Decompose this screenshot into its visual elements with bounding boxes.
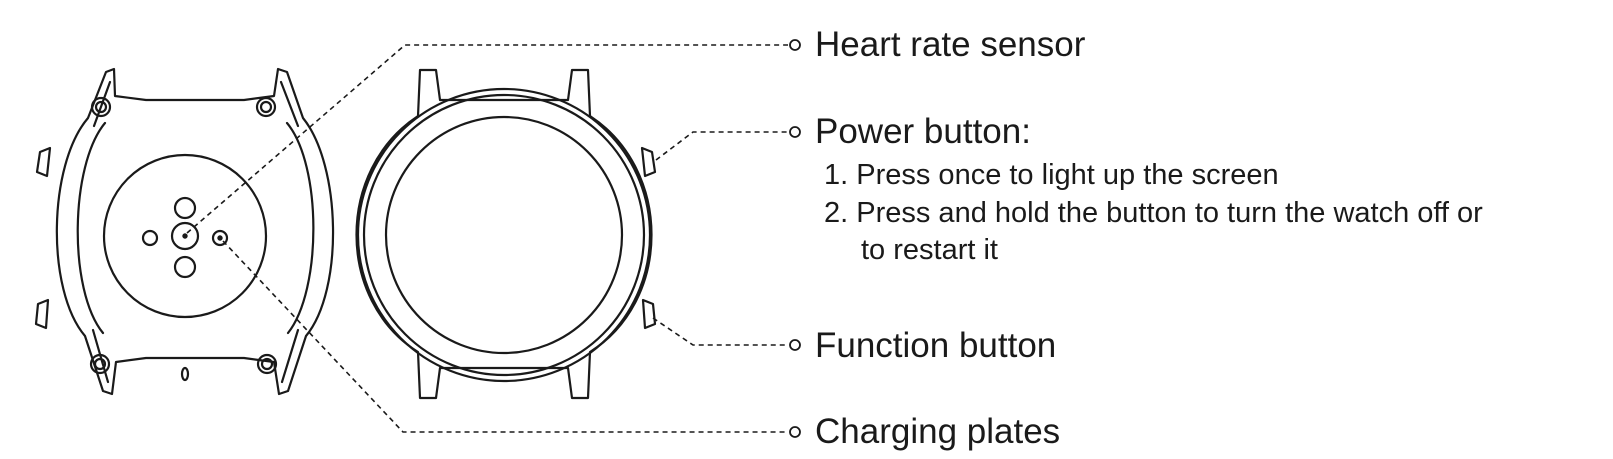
- charging-plates-label: Charging plates: [815, 412, 1061, 451]
- leader-end-charging: [789, 426, 801, 438]
- watch-back-view: [34, 67, 335, 396]
- power-step-2-number: 2.: [824, 197, 849, 229]
- front-case-outline: [355, 68, 653, 400]
- screw-top-right: [255, 96, 277, 118]
- leader-end-power: [789, 126, 801, 138]
- charging-plate-dot: [217, 235, 223, 241]
- screw-bottom-left: [89, 353, 111, 375]
- power-step-2-continued: to restart it: [861, 236, 998, 265]
- sensor-bottom: [173, 255, 197, 279]
- leader-heart-rate: [186, 44, 788, 234]
- power-step-1: 1. Press once to light up the screen: [824, 161, 1279, 190]
- screw-top-left: [90, 96, 112, 118]
- heart-rate-sensor-label: Heart rate sensor: [815, 25, 1086, 64]
- screw-top-right-inner: [259, 100, 273, 114]
- power-step-2-continued-text: to restart it: [861, 234, 998, 266]
- function-button-label: Function button: [815, 326, 1057, 365]
- back-case-outline: [55, 67, 335, 396]
- back-bottom-marker: [180, 366, 190, 382]
- charging-plate: [211, 229, 229, 247]
- leader-end-heart-rate: [789, 39, 801, 51]
- power-button: [640, 146, 657, 178]
- sensor-ring: [102, 153, 268, 319]
- screw-bottom-left-inner: [93, 357, 107, 371]
- leader-function: [652, 317, 788, 346]
- sensor-left: [141, 229, 159, 247]
- bezel-middle: [362, 93, 646, 377]
- sensor-center: [170, 221, 200, 251]
- power-button-label: Power button:: [815, 112, 1031, 151]
- back-case-inner: [91, 80, 300, 384]
- function-button: [641, 298, 657, 330]
- sensor-center-dot: [182, 233, 188, 239]
- leader-end-function: [789, 339, 801, 351]
- bezel-outer: [356, 87, 652, 383]
- power-step-2: 2. Press and hold the button to turn the…: [824, 199, 1483, 228]
- back-button-bottom: [34, 298, 50, 330]
- sensor-top: [173, 196, 197, 220]
- screw-bottom-right: [256, 353, 278, 375]
- back-button-top: [35, 146, 52, 178]
- power-step-1-text: Press once to light up the screen: [856, 159, 1279, 191]
- power-step-1-number: 1.: [824, 159, 849, 191]
- watch-front-view: [355, 68, 657, 400]
- screw-bottom-right-inner: [260, 357, 274, 371]
- leader-charging: [222, 240, 788, 433]
- screw-top-left-inner: [94, 100, 108, 114]
- screen: [384, 115, 624, 355]
- power-step-2-text: Press and hold the button to turn the wa…: [856, 197, 1483, 229]
- leader-power: [655, 131, 788, 161]
- back-case-rim: [76, 121, 315, 335]
